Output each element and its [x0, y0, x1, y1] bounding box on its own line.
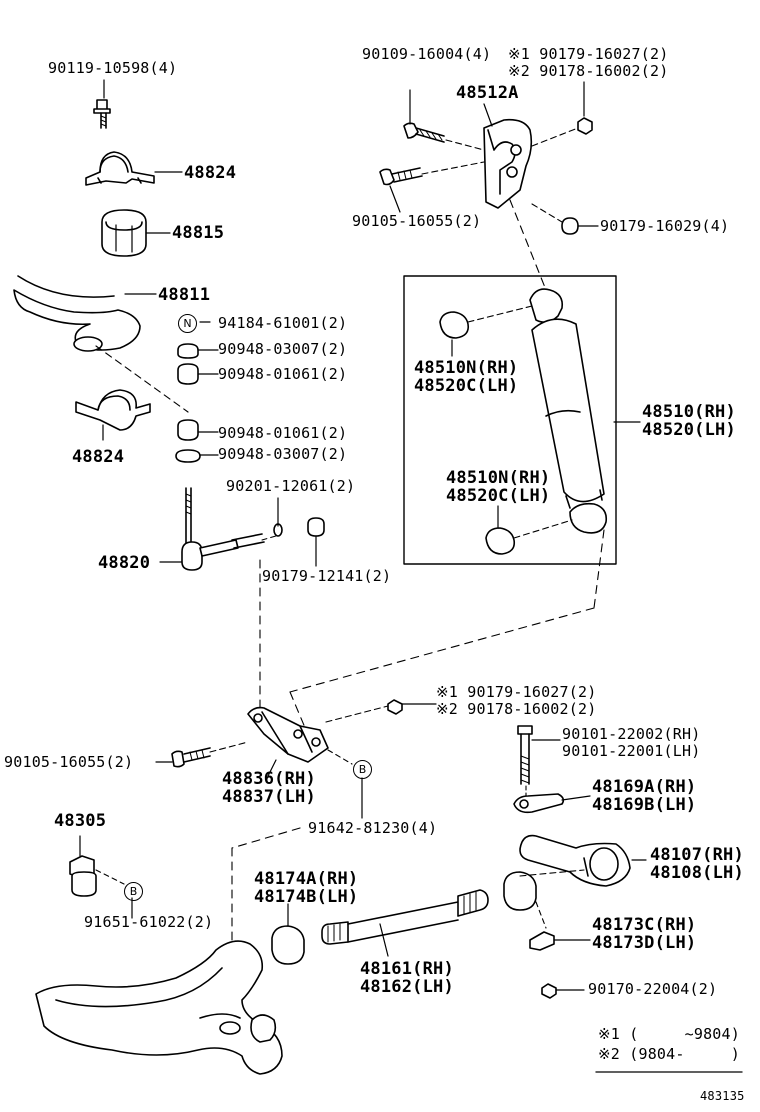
part-label-48824-top: 48824	[184, 163, 237, 183]
bushing-48815-drawing	[101, 209, 147, 257]
part-label-90179-16029: 90179-16029(4)	[600, 217, 730, 235]
part-label-48811: 48811	[158, 285, 211, 305]
part-label-94184-61001: 94184-61001(2)	[218, 314, 348, 332]
marker-b-icon: B	[353, 760, 372, 779]
bolt-90105-lower-drawing	[171, 747, 211, 768]
part-label-48815: 48815	[172, 223, 225, 243]
part-label-48174: 48174A(RH) 48174B(LH)	[254, 869, 359, 907]
part-label-48836: 48836(RH) 48837(LH)	[222, 769, 316, 807]
bolt-90109-drawing	[403, 122, 445, 143]
shock-absorber-box	[403, 275, 617, 565]
part-label-90948-03007-b: 90948-03007(2)	[218, 445, 348, 463]
marker-n-icon: N	[178, 314, 197, 333]
part-label-90101: 90101-22002(RH) 90101-22001(LH)	[562, 725, 701, 760]
marker-b-icon: B	[124, 882, 143, 901]
shock-absorber-48510-drawing	[529, 288, 608, 534]
part-label-90119-10598: 90119-10598(4)	[48, 59, 178, 77]
bolt-90101-drawing	[517, 725, 533, 785]
part-label-48824-lower: 48824	[72, 447, 125, 467]
stabilizer-bar-48811-drawing	[13, 275, 141, 352]
part-label-90105-16055-lower: 90105-16055(2)	[4, 753, 134, 771]
part-label-48169: 48169A(RH) 48169B(LH)	[592, 777, 697, 815]
part-label-48510n-bottom: 48510N(RH) 48520C(LH)	[446, 468, 551, 506]
bracket-48836-drawing	[247, 706, 329, 763]
cushions-drawing	[175, 343, 201, 463]
bracket-48512a-drawing	[483, 118, 533, 209]
part-label-90179-12141: 90179-12141(2)	[262, 567, 392, 585]
part-label-90948-01061-a: 90948-01061(2)	[218, 365, 348, 383]
part-label-90201-12061: 90201-12061(2)	[226, 477, 356, 495]
part-label-48161: 48161(RH) 48162(LH)	[360, 959, 454, 997]
diagram-id: 483135	[700, 1089, 745, 1103]
lower-arm-drawing	[35, 940, 283, 1075]
part-label-48107: 48107(RH) 48108(LH)	[650, 845, 744, 883]
part-label-90179-16027-top: ※1 90179-16027(2)	[508, 45, 669, 63]
part-label-48305: 48305	[54, 811, 107, 831]
part-label-90109-16004: 90109-16004(4)	[362, 45, 492, 63]
part-label-90948-03007-a: 90948-03007(2)	[218, 340, 348, 358]
link-48820-drawing	[181, 487, 265, 571]
part-label-90179-16027-lower: ※1 90179-16027(2)	[436, 683, 597, 701]
part-label-90948-01061-b: 90948-01061(2)	[218, 424, 348, 442]
part-label-48820: 48820	[98, 553, 151, 573]
part-label-48173: 48173C(RH) 48173D(LH)	[592, 915, 697, 953]
part-label-48510n-top: 48510N(RH) 48520C(LH)	[414, 358, 519, 396]
upper-arm-48107-drawing	[519, 834, 631, 887]
bracket-48824-lower-drawing	[75, 389, 151, 431]
part-label-90178-16002-top: ※2 90178-16002(2)	[508, 62, 669, 80]
note-1: ※1 ( ~9804)	[598, 1025, 740, 1043]
part-label-48512a: 48512A	[456, 83, 519, 103]
cam-48169-drawing	[513, 793, 565, 814]
part-label-90170-22004: 90170-22004(2)	[588, 980, 718, 998]
note-2: ※2 (9804- )	[598, 1045, 740, 1063]
bolt-90119-drawing	[93, 99, 111, 129]
bracket-48824-top-drawing	[85, 151, 155, 186]
part-label-91651-61022: 91651-61022(2)	[84, 913, 214, 931]
part-label-48510: 48510(RH) 48520(LH)	[642, 402, 736, 440]
bolt-90105-top-drawing	[379, 167, 423, 186]
part-label-91642-81230: 91642-81230(4)	[308, 819, 438, 837]
part-label-90105-16055-top: 90105-16055(2)	[352, 212, 482, 230]
bumper-48305-drawing	[69, 855, 97, 897]
part-label-90178-16002-lower: ※2 90178-16002(2)	[436, 700, 597, 718]
torsion-bar-48161-drawing	[321, 889, 489, 945]
